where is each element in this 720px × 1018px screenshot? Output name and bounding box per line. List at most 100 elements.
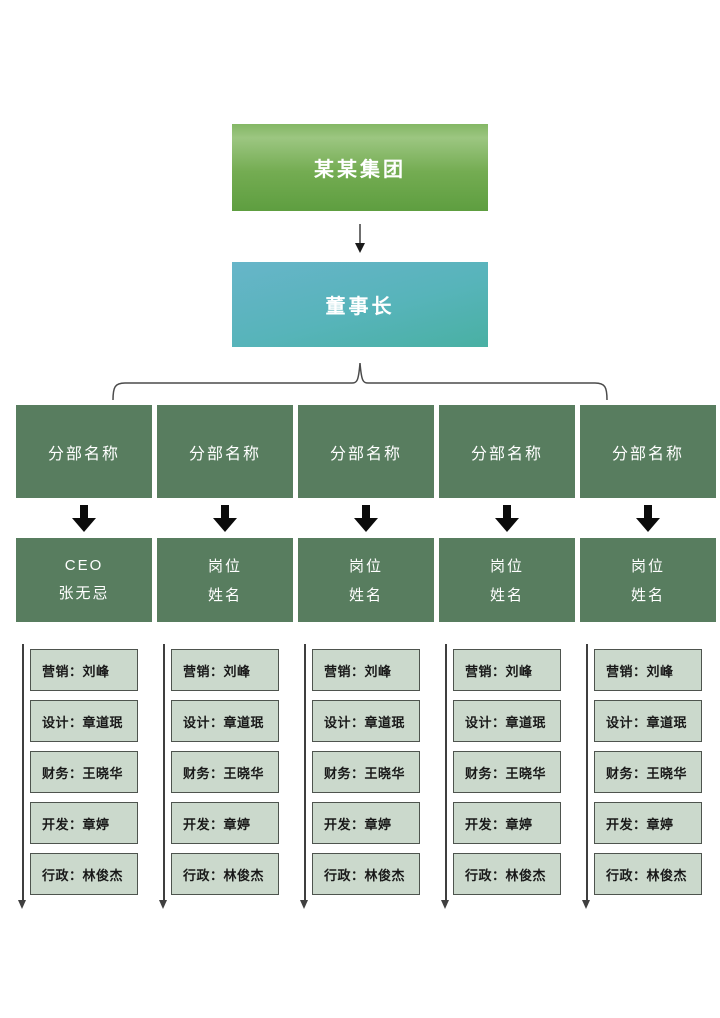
division-box: 分部名称 (157, 405, 293, 498)
chairman-label: 董事长 (325, 296, 395, 318)
staff-label: 开发：章婷 (465, 816, 533, 832)
arrowhead-icon (18, 900, 26, 909)
position-box: 岗位 姓名 (157, 538, 293, 622)
staff-box: 开发：章婷 (312, 802, 420, 844)
staff-label: 设计：章道珉 (606, 714, 688, 730)
division-label: 分部名称 (611, 445, 684, 463)
staff-label: 行政：林俊杰 (42, 867, 124, 883)
division-box: 分部名称 (298, 405, 434, 498)
staff-box: 行政：林俊杰 (453, 853, 561, 895)
position-title: 岗位 (489, 558, 524, 576)
staff-box: 开发：章婷 (30, 802, 138, 844)
staff-connector-line (18, 644, 26, 909)
staff-label: 财务：王晓华 (324, 765, 406, 781)
staff-label: 设计：章道珉 (42, 714, 124, 730)
chairman-box: 董事长 (232, 262, 488, 347)
staff-label: 开发：章婷 (42, 816, 110, 832)
position-box: CEO 张无忌 (16, 538, 152, 622)
position-person: 姓名 (489, 586, 524, 604)
staff-list: 营销：刘峰 设计：章道珉 财务：王晓华 开发：章婷 行政：林俊杰 (312, 649, 420, 895)
staff-box: 营销：刘峰 (312, 649, 420, 691)
staff-box: 财务：王晓华 (312, 751, 420, 793)
division-label: 分部名称 (329, 445, 402, 463)
down-arrow-icon (213, 505, 237, 532)
division-box: 分部名称 (439, 405, 575, 498)
staff-box: 开发：章婷 (171, 802, 279, 844)
position-title: 岗位 (207, 558, 242, 576)
staff-box: 设计：章道珉 (30, 700, 138, 742)
position-title: 岗位 (630, 558, 665, 576)
staff-connector-line (441, 644, 449, 909)
staff-box: 设计：章道珉 (171, 700, 279, 742)
staff-label: 营销：刘峰 (465, 663, 533, 679)
position-person: 姓名 (348, 586, 383, 604)
root-to-chairman-arrow-icon (355, 224, 365, 253)
position-box: 岗位 姓名 (439, 538, 575, 622)
division-label: 分部名称 (47, 445, 120, 463)
position-title: CEO (64, 556, 104, 574)
staff-connector-line (159, 644, 167, 909)
staff-box: 营销：刘峰 (453, 649, 561, 691)
down-arrow-icon (636, 505, 660, 532)
arrowhead-icon (582, 900, 590, 909)
position-person: 张无忌 (58, 585, 110, 603)
staff-list: 营销：刘峰 设计：章道珉 财务：王晓华 开发：章婷 行政：林俊杰 (171, 649, 279, 895)
staff-list: 营销：刘峰 设计：章道珉 财务：王晓华 开发：章婷 行政：林俊杰 (594, 649, 702, 895)
division-box: 分部名称 (16, 405, 152, 498)
down-arrow-icon (72, 505, 96, 532)
staff-label: 行政：林俊杰 (183, 867, 265, 883)
staff-box: 行政：林俊杰 (30, 853, 138, 895)
staff-connector-line (300, 644, 308, 909)
org-column-2: 分部名称 岗位 姓名 营销：刘峰 设计：章道珉 财务：王晓华 开发：章婷 行政：… (157, 405, 293, 917)
staff-label: 行政：林俊杰 (465, 867, 547, 883)
staff-box: 财务：王晓华 (594, 751, 702, 793)
position-person: 姓名 (207, 586, 242, 604)
staff-box: 开发：章婷 (453, 802, 561, 844)
staff-label: 行政：林俊杰 (606, 867, 688, 883)
arrowhead-icon (441, 900, 449, 909)
position-box: 岗位 姓名 (298, 538, 434, 622)
staff-label: 行政：林俊杰 (324, 867, 406, 883)
staff-box: 财务：王晓华 (453, 751, 561, 793)
org-column-1: 分部名称 CEO 张无忌 营销：刘峰 设计：章道珉 财务：王晓华 开发：章婷 行… (16, 405, 152, 917)
group-root-box: 某某集团 (232, 124, 488, 211)
staff-label: 财务：王晓华 (42, 765, 124, 781)
staff-label: 开发：章婷 (606, 816, 674, 832)
staff-box: 财务：王晓华 (171, 751, 279, 793)
staff-label: 开发：章婷 (183, 816, 251, 832)
arrowhead-icon (300, 900, 308, 909)
staff-label: 营销：刘峰 (324, 663, 392, 679)
staff-label: 设计：章道珉 (465, 714, 547, 730)
staff-connector-line (582, 644, 590, 909)
down-arrow-icon (495, 505, 519, 532)
brace-connector-icon (112, 362, 608, 401)
org-column-3: 分部名称 岗位 姓名 营销：刘峰 设计：章道珉 财务：王晓华 开发：章婷 行政：… (298, 405, 434, 917)
staff-label: 营销：刘峰 (183, 663, 251, 679)
down-arrow-icon (354, 505, 378, 532)
group-root-label: 某某集团 (314, 159, 406, 181)
position-person: 姓名 (630, 586, 665, 604)
staff-label: 财务：王晓华 (183, 765, 265, 781)
org-column-4: 分部名称 岗位 姓名 营销：刘峰 设计：章道珉 财务：王晓华 开发：章婷 行政：… (439, 405, 575, 917)
staff-box: 设计：章道珉 (594, 700, 702, 742)
staff-box: 营销：刘峰 (594, 649, 702, 691)
org-column-5: 分部名称 岗位 姓名 营销：刘峰 设计：章道珉 财务：王晓华 开发：章婷 行政：… (580, 405, 716, 917)
division-label: 分部名称 (188, 445, 261, 463)
staff-label: 财务：王晓华 (606, 765, 688, 781)
position-box: 岗位 姓名 (580, 538, 716, 622)
staff-label: 营销：刘峰 (42, 663, 110, 679)
division-box: 分部名称 (580, 405, 716, 498)
staff-box: 财务：王晓华 (30, 751, 138, 793)
position-title: 岗位 (348, 558, 383, 576)
arrowhead-icon (159, 900, 167, 909)
staff-box: 开发：章婷 (594, 802, 702, 844)
staff-box: 设计：章道珉 (453, 700, 561, 742)
staff-box: 行政：林俊杰 (594, 853, 702, 895)
staff-label: 开发：章婷 (324, 816, 392, 832)
staff-box: 设计：章道珉 (312, 700, 420, 742)
staff-list: 营销：刘峰 设计：章道珉 财务：王晓华 开发：章婷 行政：林俊杰 (30, 649, 138, 895)
staff-box: 营销：刘峰 (171, 649, 279, 691)
division-label: 分部名称 (470, 445, 543, 463)
staff-box: 营销：刘峰 (30, 649, 138, 691)
